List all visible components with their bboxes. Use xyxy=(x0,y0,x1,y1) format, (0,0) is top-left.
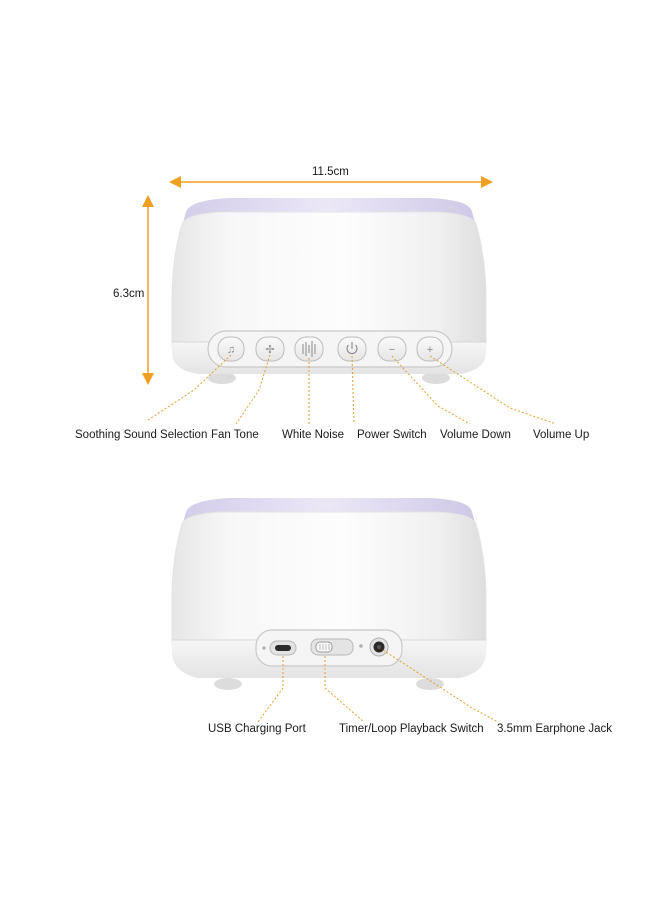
minus-icon: − xyxy=(389,344,395,356)
label-power-switch: Power Switch xyxy=(357,429,427,441)
label-usb-charging-port: USB Charging Port xyxy=(208,723,306,735)
label-earphone-jack: 3.5mm Earphone Jack xyxy=(497,723,613,735)
label-volume-up: Volume Up xyxy=(533,429,590,441)
earphone-jack-icon[interactable] xyxy=(369,637,389,657)
label-timer-loop-switch: Timer/Loop Playback Switch xyxy=(339,723,484,735)
back-callout-lines xyxy=(257,649,499,723)
usb-c-port-icon[interactable] xyxy=(269,640,297,656)
power-icon xyxy=(346,342,358,355)
back-port-group xyxy=(269,637,389,657)
button-fan-tone[interactable] xyxy=(255,336,285,362)
music-note-icon: ♫ xyxy=(227,344,235,356)
button-sound-selection[interactable] xyxy=(217,336,245,362)
label-soothing-sound-selection: Soothing Sound Selection xyxy=(75,429,208,441)
button-volume-up[interactable] xyxy=(416,336,444,362)
height-dimension-label: 6.3cm xyxy=(113,288,145,300)
plus-icon: + xyxy=(427,344,433,356)
label-volume-down: Volume Down xyxy=(440,429,511,441)
back-device xyxy=(171,498,487,690)
front-callout-lines xyxy=(147,354,557,425)
width-dimension-label: 11.5cm xyxy=(312,166,349,178)
button-volume-down[interactable] xyxy=(377,336,407,362)
slide-switch-icon[interactable] xyxy=(310,638,354,656)
waveform-icon xyxy=(302,341,316,357)
fan-icon: ✢ xyxy=(265,344,274,356)
front-button-group: ♫ ✢ − + xyxy=(217,336,444,362)
label-fan-tone: Fan Tone xyxy=(211,429,259,441)
label-white-noise: White Noise xyxy=(282,429,344,441)
